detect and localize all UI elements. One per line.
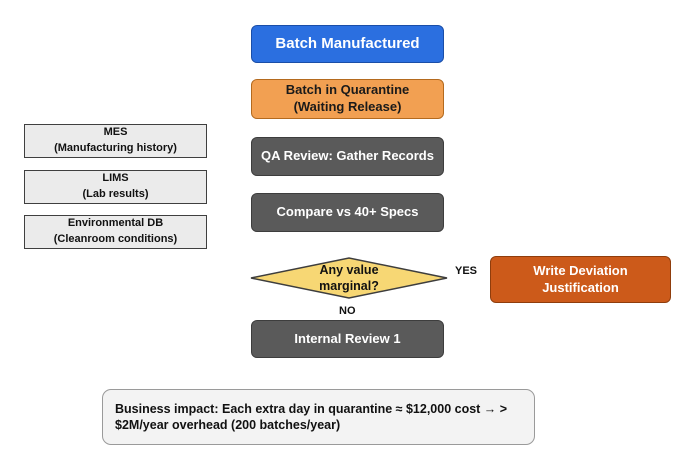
batch-in-quarantine-node: Batch in Quarantine (Waiting Release) [251,79,444,119]
no-edge-label: NO [339,305,356,317]
decision-diamond [250,257,448,299]
source-mes-detail: (Manufacturing history) [54,142,177,154]
source-environmental-db: Environmental DB (Cleanroom conditions) [24,215,207,249]
source-environmental-db-detail: (Cleanroom conditions) [53,233,178,245]
qa-review-label: QA Review: Gather Records [261,148,434,164]
decision-line2: marginal? [319,279,379,293]
internal-review-node: Internal Review 1 [251,320,444,358]
source-mes-name: MES [103,126,128,139]
compare-specs-node: Compare vs 40+ Specs [251,193,444,232]
batch-manufactured-label: Batch Manufactured [275,35,420,53]
yes-edge-label: YES [455,265,478,277]
qa-review-node: QA Review: Gather Records [251,137,444,176]
internal-review-label: Internal Review 1 [294,330,401,346]
batch-manufactured-node: Batch Manufactured [251,25,444,63]
batch-in-quarantine-line1: Batch in Quarantine [285,82,410,98]
write-deviation-node: Write Deviation Justification [490,256,671,303]
business-impact-text: Business impact: Each extra day in quara… [115,401,508,432]
source-mes: MES (Manufacturing history) [24,124,207,158]
source-lims: LIMS (Lab results) [24,170,207,204]
decision-line1: Any value [319,262,379,277]
batch-in-quarantine-line2: (Waiting Release) [293,99,402,114]
source-environmental-db-name: Environmental DB [67,217,164,230]
write-deviation-line2: Justification [542,279,619,295]
write-deviation-line1: Write Deviation [533,262,628,278]
business-impact-callout: Business impact: Each extra day in quara… [102,389,535,445]
source-lims-detail: (Lab results) [82,188,149,200]
source-lims-name: LIMS [102,172,129,185]
compare-specs-label: Compare vs 40+ Specs [276,204,419,220]
decision-label: Any value marginal? [299,259,399,297]
